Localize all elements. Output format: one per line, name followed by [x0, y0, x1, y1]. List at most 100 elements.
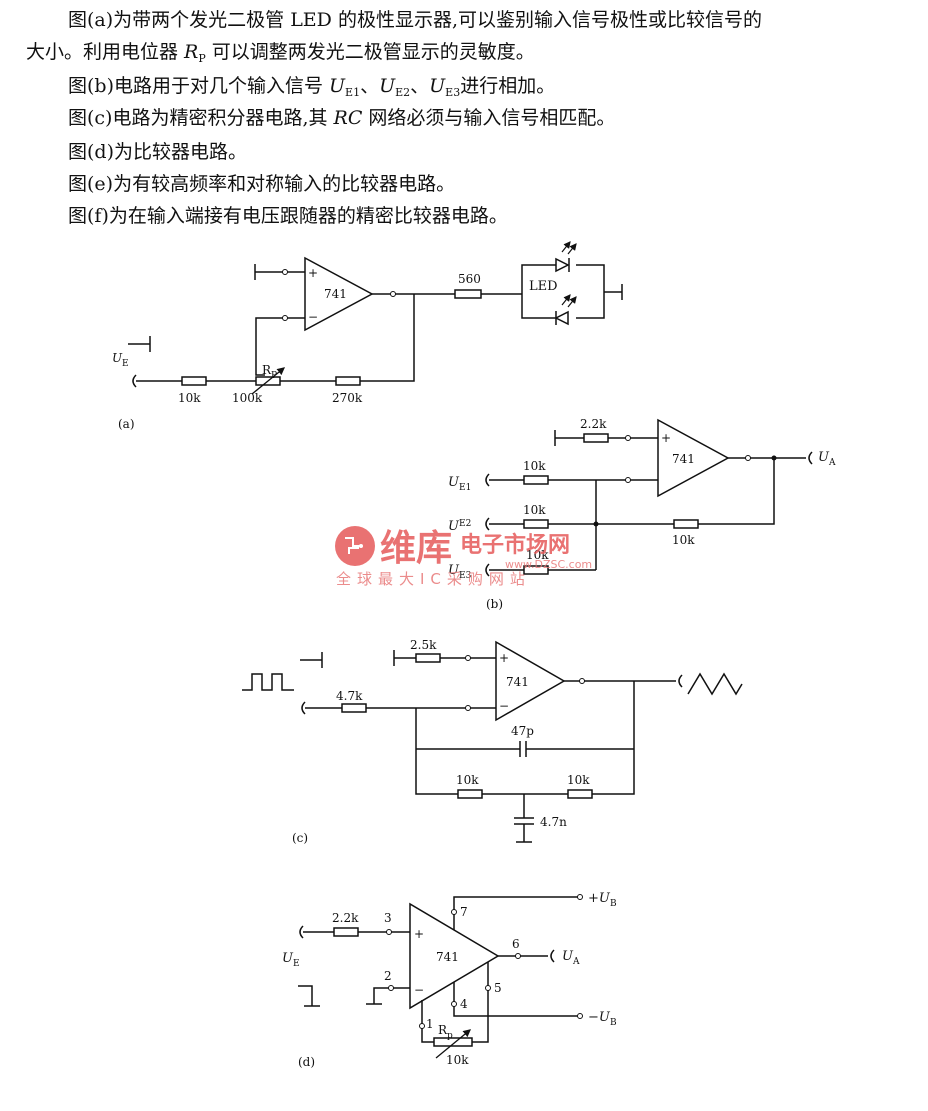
circuit-d: + − 741 2.2k 3 U E 2 7 +U B 6 U A 4	[282, 891, 617, 1069]
resistor-2.5k	[415, 653, 441, 663]
svg-text:U: U	[562, 949, 574, 964]
svg-text:10k: 10k	[523, 503, 546, 517]
svg-text:B: B	[610, 1018, 617, 1028]
svg-text:A: A	[828, 458, 836, 468]
paragraph-6: 图(f)为在输入端接有电压跟随器的精密比较器电路。	[68, 205, 508, 227]
paragraph-1a: 图(a)为带两个发光二极管 LED 的极性显示器,可以鉴别输入信号极性或比较信号…	[68, 9, 762, 31]
opamp-c-label: 741	[506, 675, 529, 689]
svg-text:+: +	[308, 266, 318, 280]
paragraph-5: 图(e)为有较高频率和对称输入的比较器电路。	[68, 173, 456, 195]
svg-text:E3: E3	[459, 571, 472, 581]
resistor-270k	[335, 376, 361, 386]
svg-text:E: E	[293, 959, 300, 969]
svg-text:A: A	[572, 957, 580, 967]
svg-text:P: P	[271, 371, 277, 381]
svg-text:2.5k: 2.5k	[410, 638, 437, 652]
svg-text:−: −	[499, 699, 509, 713]
resistor-4.7k	[341, 703, 367, 713]
paragraph-1b: 大小。利用电位器 RP 可以调整两发光二极管显示的灵敏度。	[26, 41, 535, 65]
svg-text:www.DZSC.com: www.DZSC.com	[505, 558, 592, 571]
circuit-a: + − 741 270k R P 100k 10k U E 560	[112, 241, 623, 431]
svg-text:10k: 10k	[567, 773, 590, 787]
svg-text:−: −	[414, 983, 424, 997]
svg-text:6: 6	[512, 937, 520, 951]
caption-a: (a)	[118, 417, 135, 431]
svg-text:U: U	[818, 450, 830, 465]
opamp-c	[495, 640, 566, 722]
svg-text:3: 3	[384, 911, 392, 925]
svg-text:10k: 10k	[526, 548, 549, 562]
resistor-10k-c1	[457, 789, 483, 799]
svg-text:10k: 10k	[456, 773, 479, 787]
svg-text:10k: 10k	[523, 459, 546, 473]
square-wave-icon	[242, 673, 294, 691]
svg-text:1: 1	[426, 1017, 434, 1031]
svg-text:560: 560	[458, 272, 481, 286]
led-up	[555, 241, 577, 273]
svg-text:LED: LED	[529, 279, 558, 294]
watermark-logo-icon	[335, 526, 375, 566]
opamp-a	[304, 256, 374, 332]
watermark: 维库 电子市场网 www.DZSC.com 全球最大IC采购网站	[335, 526, 592, 588]
svg-text:10k: 10k	[178, 391, 201, 405]
resistor-10k-e1	[523, 475, 549, 485]
svg-text:2.2k: 2.2k	[332, 911, 359, 925]
resistor-10k-e2	[523, 519, 549, 529]
resistor-560	[454, 289, 482, 299]
svg-text:R: R	[438, 1023, 448, 1037]
svg-text:10k: 10k	[446, 1053, 469, 1067]
svg-text:U: U	[448, 475, 460, 490]
resistor-2.2k-b	[583, 433, 609, 443]
potentiometer-rp-d	[433, 1037, 473, 1047]
opamp-a-label: 741	[324, 287, 347, 301]
svg-text:U: U	[282, 951, 294, 966]
paragraph-3: 图(c)电路为精密积分器电路,其 RC 网络必须与输入信号相匹配。	[68, 107, 616, 129]
svg-text:−U: −U	[588, 1010, 611, 1025]
svg-text:−: −	[308, 310, 318, 324]
svg-text:2: 2	[384, 969, 392, 983]
svg-text:+: +	[661, 431, 671, 445]
resistor-2.2k-d	[333, 927, 359, 937]
resistor-10k-feedback-b	[673, 519, 699, 529]
svg-text:2.2k: 2.2k	[580, 417, 607, 431]
svg-text:E: E	[122, 359, 129, 369]
opamp-b	[657, 418, 730, 498]
svg-text:5: 5	[494, 981, 502, 995]
svg-text:7: 7	[460, 905, 468, 919]
circuit-c: + − 741 2.5k 4.7k 47p 10k 10k 4.7n	[242, 638, 743, 845]
svg-text:维库: 维库	[380, 528, 452, 569]
svg-text:U: U	[448, 563, 460, 578]
resistor-10k-c2	[567, 789, 593, 799]
resistor-10k-e3	[523, 565, 549, 575]
opamp-d-label: 741	[436, 950, 459, 964]
caption-d: (d)	[298, 1055, 315, 1069]
svg-text:10k: 10k	[672, 533, 695, 547]
led-down	[554, 294, 577, 326]
paragraph-4: 图(d)为比较器电路。	[68, 141, 247, 163]
opamp-b-label: 741	[672, 452, 695, 466]
svg-text:270k: 270k	[332, 391, 363, 405]
svg-text:U: U	[112, 351, 123, 365]
caption-b: (b)	[486, 597, 503, 611]
svg-text:100k: 100k	[232, 391, 263, 405]
svg-text:全球最大IC采购网站: 全球最大IC采购网站	[336, 570, 531, 588]
svg-text:E2: E2	[459, 519, 471, 529]
svg-text:4: 4	[460, 997, 468, 1011]
svg-text:p: p	[447, 1031, 453, 1041]
svg-text:R: R	[262, 363, 272, 377]
svg-text:47p: 47p	[511, 724, 534, 738]
circuit-b: + 741 2.2k 10k 10k 10k U E1 U E2 U E3	[448, 417, 836, 611]
svg-text:B: B	[610, 899, 617, 909]
svg-text:4.7k: 4.7k	[336, 689, 363, 703]
svg-text:E1: E1	[459, 483, 471, 493]
svg-text:U: U	[448, 519, 460, 534]
svg-text:4.7n: 4.7n	[540, 815, 567, 829]
caption-c: (c)	[292, 831, 308, 845]
triangle-wave-icon	[687, 672, 743, 696]
svg-text:+: +	[414, 927, 424, 941]
paragraph-2: 图(b)电路用于对几个输入信号 UE1、UE2、UE3进行相加。	[68, 75, 556, 99]
resistor-10k-a	[181, 376, 207, 386]
svg-text:+: +	[499, 651, 509, 665]
svg-text:+U: +U	[588, 891, 611, 906]
